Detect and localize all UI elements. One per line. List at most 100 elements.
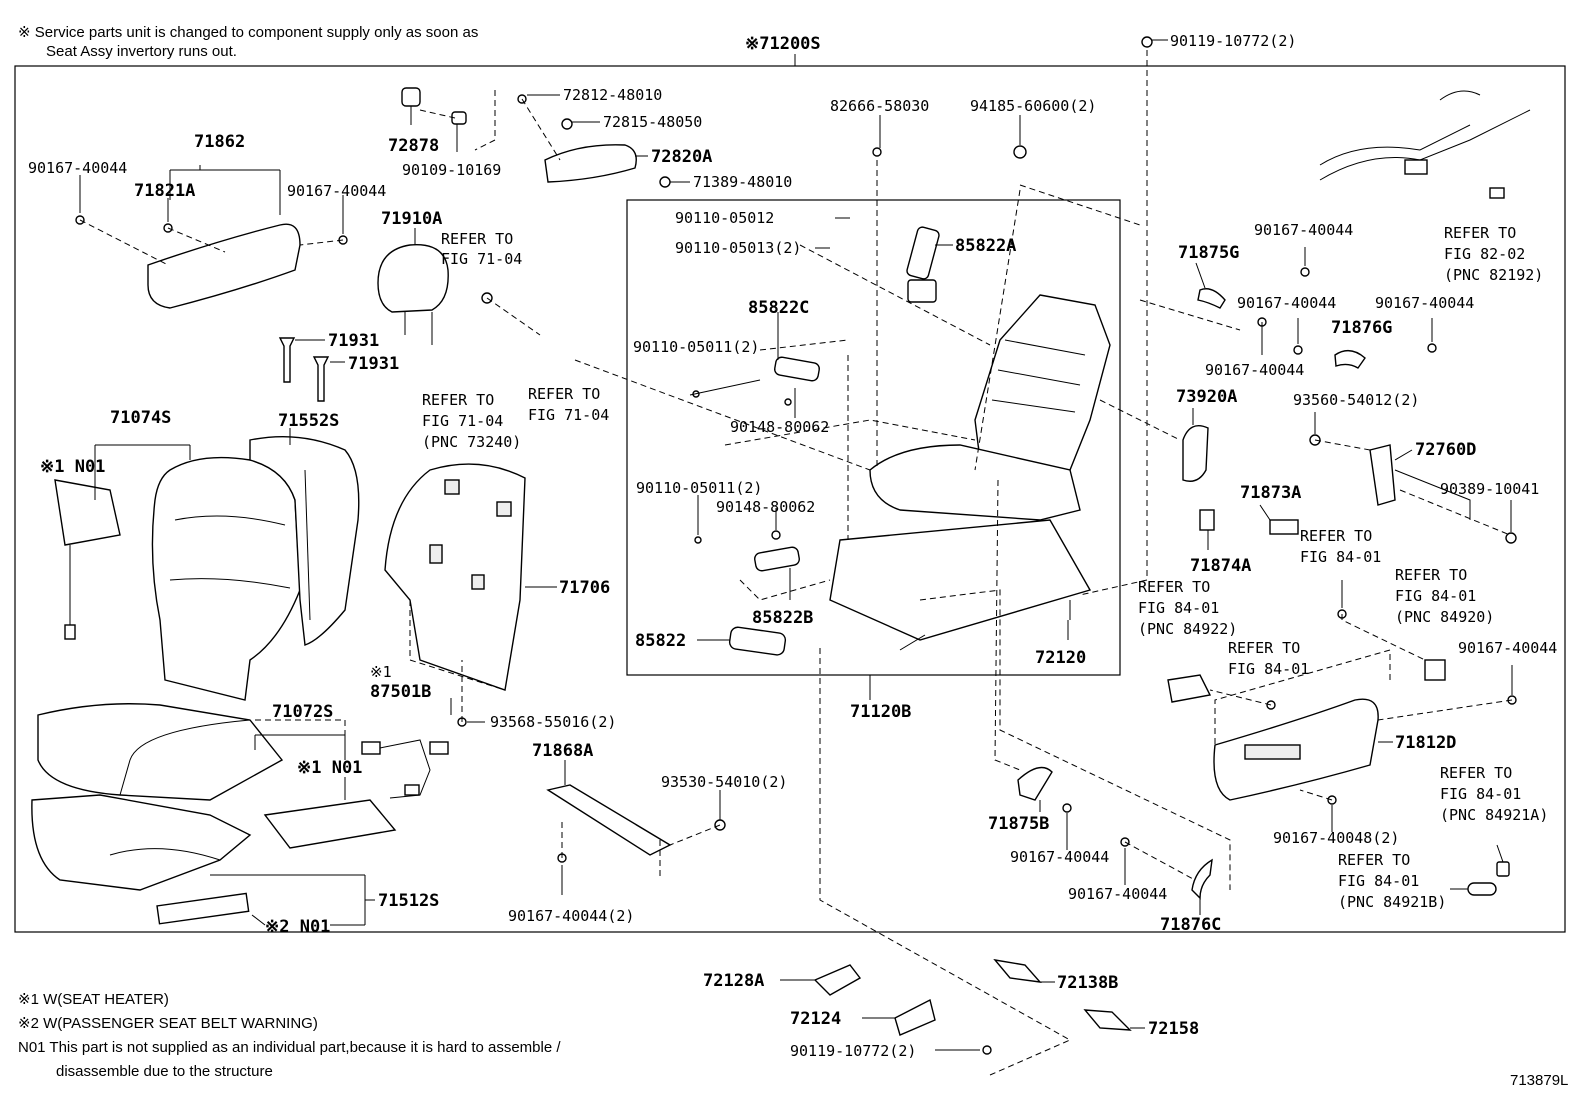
label-73920a: 73920A xyxy=(1176,387,1237,407)
seat-cushion-pad-part xyxy=(31,794,252,891)
label-refer-8202-3: (PNC 82192) xyxy=(1444,266,1543,284)
label-90110-05011-b: 90110-05011(2) xyxy=(636,479,762,497)
label-refer-8401-a1: REFER TO xyxy=(1300,527,1372,545)
label-90110-05011-a: 90110-05011(2) xyxy=(633,338,759,356)
label-90167-40044-b: 90167-40044 xyxy=(287,182,386,200)
legend-line3: N01 This part is not supplied as an indi… xyxy=(18,1039,561,1056)
top-note-line2: Seat Assy invertory runs out. xyxy=(46,43,237,60)
label-72128a: 72128A xyxy=(703,971,764,991)
label-n01-c: ※2 N01 xyxy=(265,917,330,937)
headrest-guide-part xyxy=(278,337,330,402)
label-71821a: 71821A xyxy=(134,181,195,201)
label-90167-40044-j: 90167-40044 xyxy=(1068,885,1167,903)
armrest-bolt-part xyxy=(401,87,467,125)
label-90119-10772-bottom: 90119-10772(2) xyxy=(790,1042,916,1060)
label-90148-80062-a: 90148-80062 xyxy=(730,418,829,436)
label-82666-58030: 82666-58030 xyxy=(830,97,929,115)
label-refer-8401-e1: REFER TO xyxy=(1440,764,1512,782)
label-refer-8401-e2: FIG 84-01 xyxy=(1440,785,1521,803)
legend: ※1 W(SEAT HEATER) ※2 W(PASSENGER SEAT BE… xyxy=(18,991,561,1080)
label-90167-40044-f: 90167-40044 xyxy=(1375,294,1474,312)
label-85822a: 85822A xyxy=(955,236,1016,256)
label-refer-8202-1: REFER TO xyxy=(1444,224,1516,242)
label-71812d: 71812D xyxy=(1395,733,1456,753)
label-85822: 85822 xyxy=(635,631,686,651)
label-refer-7104-b2: FIG 71-04 xyxy=(422,412,503,430)
label-72820a: 72820A xyxy=(651,147,712,167)
label-90167-40044-g: 90167-40044 xyxy=(1205,361,1304,379)
motor-85822a-part xyxy=(906,226,940,303)
label-refer-7104-c1: REFER TO xyxy=(528,385,600,403)
knob-84921b-part xyxy=(1467,882,1497,896)
label-90148-80062-b: 90148-80062 xyxy=(716,498,815,516)
label-71868a: 71868A xyxy=(532,741,593,761)
label-90167-40044-d: 90167-40044 xyxy=(1254,221,1353,239)
label-refer-8202-2: FIG 82-02 xyxy=(1444,245,1525,263)
label-71072s: 71072S xyxy=(272,702,333,722)
label-refer-8401-f2: FIG 84-01 xyxy=(1338,872,1419,890)
label-72124: 72124 xyxy=(790,1009,841,1029)
seatback-heater-part xyxy=(54,479,121,640)
seat-frame-part xyxy=(829,294,1111,651)
label-72120: 72120 xyxy=(1035,648,1086,668)
label-refer-8401-b1: REFER TO xyxy=(1138,578,1210,596)
inner-assembly-label: 71120B xyxy=(850,702,911,722)
label-refer-8401-d1: REFER TO xyxy=(1228,639,1300,657)
inner-assembly-frame xyxy=(626,199,1121,676)
label-refer-8401-f1: REFER TO xyxy=(1338,851,1410,869)
clip-71874a-part xyxy=(1199,509,1215,531)
label-n01-a: ※1 N01 xyxy=(40,457,105,477)
label-71512s: 71512S xyxy=(378,891,439,911)
seat-wire-harness-part xyxy=(1319,90,1531,199)
bracket-71876g-part xyxy=(1334,350,1366,369)
label-refer-7104-b3: (PNC 73240) xyxy=(422,433,521,451)
label-71389-48010: 71389-48010 xyxy=(693,173,792,191)
label-90167-40048: 90167-40048(2) xyxy=(1273,829,1399,847)
label-72878: 72878 xyxy=(388,136,439,156)
label-refer-8401-d2: FIG 84-01 xyxy=(1228,660,1309,678)
label-refer-8401-c1: REFER TO xyxy=(1395,566,1467,584)
bracket-71876c-part xyxy=(1191,858,1213,900)
label-71931-a: 71931 xyxy=(328,331,379,351)
label-72158: 72158 xyxy=(1148,1019,1199,1039)
label-90167-40044-c: 90167-40044(2) xyxy=(508,907,634,925)
seat-cushion-cover-part xyxy=(37,703,284,801)
label-refer-8401-c3: (PNC 84920) xyxy=(1395,608,1494,626)
motor-85822b-part xyxy=(754,546,800,572)
top-note-line1: ※ Service parts unit is changed to compo… xyxy=(18,24,478,41)
label-refer-8401-e3: (PNC 84921A) xyxy=(1440,806,1548,824)
motor-85822-part xyxy=(728,626,787,656)
label-71706: 71706 xyxy=(559,578,610,598)
cushion-heater-part xyxy=(263,799,397,849)
label-90110-05012: 90110-05012 xyxy=(675,209,774,227)
assembly-label: ※71200S xyxy=(745,34,821,54)
figure-id: 713879L xyxy=(1510,1072,1568,1089)
label-87501b-note: ※1 xyxy=(370,663,392,681)
label-71876c: 71876C xyxy=(1160,915,1221,935)
fastener-markers xyxy=(75,36,1517,1055)
legend-line1: ※1 W(SEAT HEATER) xyxy=(18,991,169,1008)
bracket-71875b-part xyxy=(1017,766,1053,801)
clip-71873a-part xyxy=(1269,519,1299,535)
label-72138b: 72138B xyxy=(1057,973,1118,993)
label-90119-10772-top: 90119-10772(2) xyxy=(1170,32,1296,50)
label-90109-10169: 90109-10169 xyxy=(402,161,501,179)
armrest-part xyxy=(544,144,637,183)
cover-72158-part xyxy=(1083,1009,1132,1031)
label-n01-b: ※1 N01 xyxy=(297,758,362,778)
label-90167-40044-i: 90167-40044 xyxy=(1010,848,1109,866)
label-93560-54012: 93560-54012(2) xyxy=(1293,391,1419,409)
label-refer-8401-a2: FIG 84-01 xyxy=(1300,548,1381,566)
label-71875b: 71875B xyxy=(988,814,1049,834)
label-refer-7104-b1: REFER TO xyxy=(422,391,494,409)
trim-71868a-part xyxy=(546,784,672,856)
label-94185-60600: 94185-60600(2) xyxy=(970,97,1096,115)
label-71552s: 71552S xyxy=(278,411,339,431)
label-72812-48010: 72812-48010 xyxy=(563,86,662,104)
label-71876g: 71876G xyxy=(1331,318,1392,338)
seatback-pad-part xyxy=(249,436,360,646)
label-71910a: 71910A xyxy=(381,209,442,229)
label-90389-10041: 90389-10041 xyxy=(1440,480,1539,498)
label-93568-55016: 93568-55016(2) xyxy=(490,713,616,731)
